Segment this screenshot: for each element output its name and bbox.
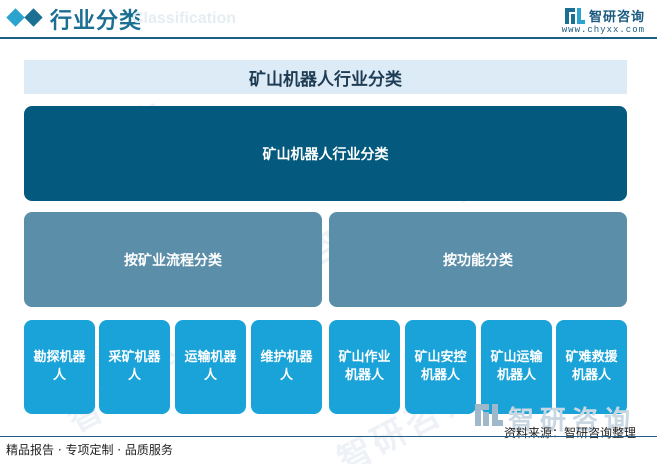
group-box-function: 按功能分类 bbox=[329, 212, 627, 307]
page-subtitle-en: Classification bbox=[132, 10, 237, 27]
diamond-marker-icon bbox=[6, 8, 46, 28]
header-divider bbox=[0, 37, 657, 39]
chyxx-logo-icon bbox=[564, 7, 585, 24]
footer-divider bbox=[0, 436, 657, 437]
brand: 智研咨询 bbox=[564, 6, 645, 25]
watermark-brand: 智研咨询 bbox=[508, 406, 637, 436]
watermark-logo-icon bbox=[475, 400, 503, 428]
leaf-box-operation: 矿山作业机器人 bbox=[329, 320, 400, 414]
root-category-box: 矿山机器人行业分类 bbox=[24, 106, 627, 201]
diagram-title: 矿山机器人行业分类 bbox=[249, 69, 402, 90]
brand-url: www.chyxx.com bbox=[561, 25, 645, 35]
diagram-title-band: 矿山机器人行业分类 bbox=[24, 60, 627, 94]
leaf-box-maintenance: 维护机器人 bbox=[251, 320, 322, 414]
leaf-box-exploration: 勘探机器人 bbox=[24, 320, 95, 414]
page-header: 行业分类 Classification 智研咨询 www.chyxx.com bbox=[0, 0, 657, 40]
group-box-process: 按矿业流程分类 bbox=[24, 212, 322, 307]
brand-name: 智研咨询 bbox=[588, 10, 645, 25]
source-note: 资料来源：智研咨询整理 bbox=[504, 426, 637, 440]
page-title: 行业分类 bbox=[50, 9, 143, 34]
footer-tagline: 精品报告 · 专项定制 · 品质服务 bbox=[6, 443, 173, 457]
leaf-box-transport: 运输机器人 bbox=[175, 320, 246, 414]
leaf-box-mine-transport: 矿山运输机器人 bbox=[481, 320, 552, 414]
leaf-box-rescue: 矿难救援机器人 bbox=[556, 320, 627, 414]
leaf-box-mining: 采矿机器人 bbox=[99, 320, 170, 414]
leaf-box-safety-control: 矿山安控机器人 bbox=[405, 320, 476, 414]
